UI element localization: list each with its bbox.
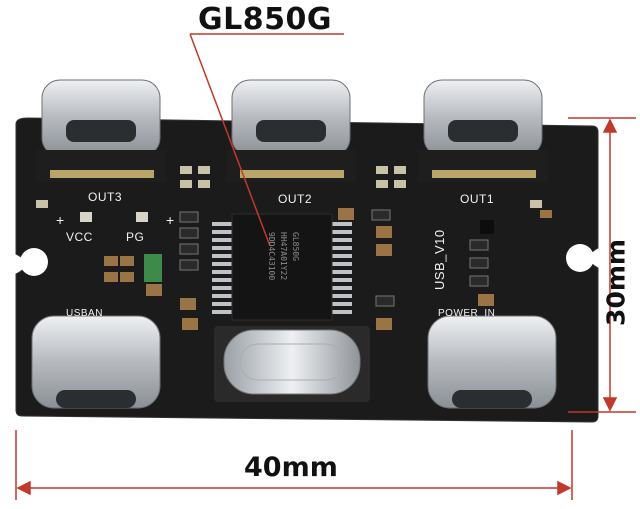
label-out2: OUT2 [278, 192, 313, 206]
smd-components [36, 166, 552, 330]
callout-line [189, 33, 344, 247]
chip-marking-1: GL850G [291, 232, 300, 261]
width-dimension [15, 430, 573, 500]
mount-hole-left [20, 248, 48, 276]
chip-title: GL850G [198, 2, 332, 37]
label-out1: OUT1 [460, 192, 495, 206]
crystal-oscillator [214, 326, 370, 402]
label-power-in: POWER_IN [438, 308, 496, 319]
height-label-wrap: 30mm [596, 222, 636, 342]
plus-sign-left: + [56, 212, 65, 228]
label-out3: OUT3 [88, 190, 123, 204]
width-label: 40mm [244, 452, 338, 483]
chip-marking-2: HH47A01Y22 [279, 232, 288, 281]
label-usban: USBAN [66, 308, 103, 319]
height-dimension [568, 117, 636, 413]
label-version: USB_V10 [432, 229, 447, 290]
chip-marking-3: 9DD4C43100 [267, 232, 276, 281]
label-pg: PG [126, 230, 145, 244]
usb-c-out1 [418, 79, 548, 182]
height-label: 30mm [601, 239, 631, 326]
mount-hole-right [566, 244, 594, 272]
gl850g-chip [212, 213, 352, 321]
usb-c-out2 [226, 79, 356, 182]
plus-sign-right: + [166, 212, 175, 228]
usb-c-out3 [36, 79, 166, 182]
label-vcc: VCC [66, 230, 93, 244]
connector-pins [50, 170, 536, 178]
usb-c-input-left [31, 315, 161, 409]
usb-c-power-in [427, 315, 557, 409]
